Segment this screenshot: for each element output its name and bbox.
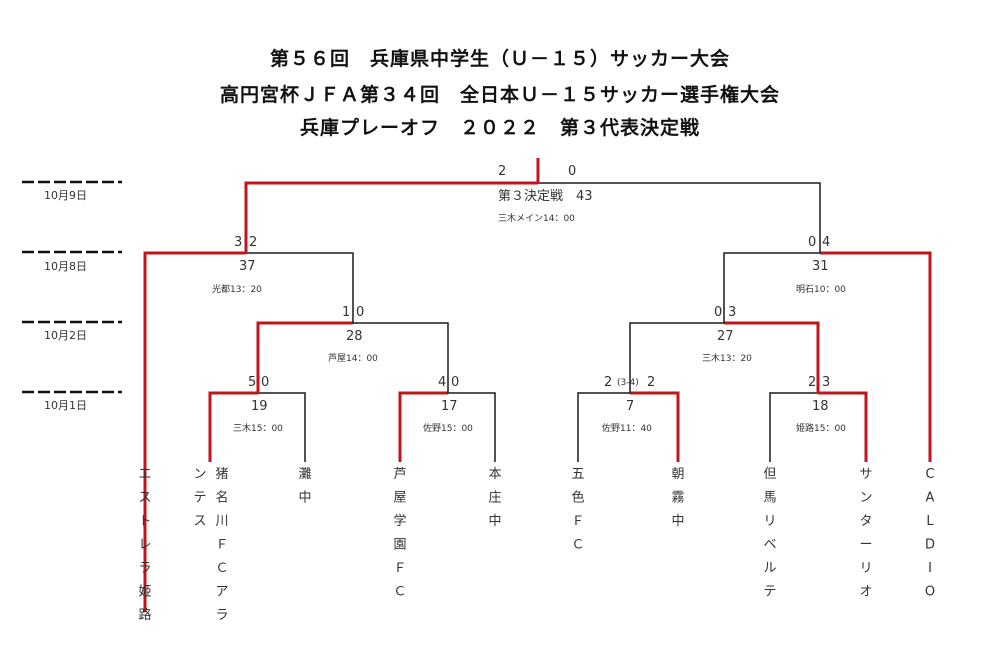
score-left: 0 xyxy=(714,305,722,320)
m28-right-line xyxy=(353,322,449,393)
date-label-oct2: 10月2日 xyxy=(44,329,87,342)
match-number: 31 xyxy=(812,259,829,274)
m37-left-line xyxy=(143,251,246,612)
match-venue: 姫路15：00 xyxy=(796,422,846,434)
match-number: 28 xyxy=(346,329,363,344)
team-names: エストレラ姫路 猪名川ＦＣアラ ンテス 灘中 芦屋学園ＦＣ 本庄中 五色ＦＣ 朝… xyxy=(138,467,935,623)
score-left: 4 xyxy=(438,375,446,390)
final-left-line xyxy=(244,181,538,253)
match-number: 17 xyxy=(441,399,458,414)
m17-right-line xyxy=(448,392,496,462)
match-7: 2 (3-4) 2 7 佐野11：40 xyxy=(602,375,655,434)
team-estrela-himeji: エストレラ姫路 xyxy=(138,467,151,623)
match-number: 37 xyxy=(239,259,256,274)
match-venue: 三木メイン14：00 xyxy=(498,212,575,224)
m19-left-line xyxy=(208,391,258,462)
score-left: 0 xyxy=(808,235,816,250)
date-label-oct8: 10月8日 xyxy=(44,260,87,273)
match-number: 18 xyxy=(812,399,829,414)
title-line-2: 高円宮杯ＪＦＡ第３４回 全日本Ｕ－１５サッカー選手権大会 xyxy=(219,84,780,106)
match-venue: 明石10：00 xyxy=(796,284,846,295)
team-ntes: ンテス xyxy=(193,467,206,529)
score-left: 2 xyxy=(808,375,816,390)
round-dates: 10月9日 10月8日 10月2日 10月1日 xyxy=(22,180,122,412)
match-venue: 三木13：20 xyxy=(702,352,752,364)
final-right-line xyxy=(538,182,821,253)
match-venue: 光都13：20 xyxy=(212,283,262,295)
m31-left-line xyxy=(723,252,820,323)
team-tajima-liberte: 但馬リベルテ xyxy=(763,467,776,600)
title-line-3: 兵庫プレーオフ ２０２２ 第３代表決定戦 xyxy=(299,117,700,139)
match-number: 27 xyxy=(717,329,734,344)
m19-right-line xyxy=(258,392,306,462)
title-line-1: 第５６回 兵庫県中学生（Ｕ－１５）サッカー大会 xyxy=(269,48,730,70)
date-label-oct9: 10月9日 xyxy=(44,189,87,202)
score-right: 0 xyxy=(261,375,269,390)
match-number: 7 xyxy=(626,399,634,414)
team-inagawa-fc-ara: 猪名川ＦＣアラ xyxy=(215,467,228,623)
score-right: 3 xyxy=(822,375,830,390)
match-31: 0 4 31 明石10：00 xyxy=(796,235,846,295)
m27-left-line xyxy=(629,322,724,393)
score-left: 5 xyxy=(248,375,256,390)
m27-right-line xyxy=(724,321,820,393)
score-left: 2 xyxy=(604,375,612,390)
score-right: 2 xyxy=(647,375,655,390)
m31-right-line xyxy=(820,251,932,462)
match-19: 5 0 19 三木15：00 xyxy=(233,375,283,434)
score-right: 0 xyxy=(568,164,576,179)
pk-score: (3-4) xyxy=(617,378,639,388)
m7-right-line xyxy=(630,391,680,462)
match-venue: 佐野15：00 xyxy=(423,422,473,434)
m18-right-line xyxy=(818,391,868,462)
team-ashiya-gakuen-fc: 芦屋学園ＦＣ xyxy=(393,467,406,600)
match-37: 3 2 37 光都13：20 xyxy=(212,235,262,295)
m28-left-line xyxy=(256,321,353,393)
match-number: 19 xyxy=(251,399,268,414)
match-27: 0 3 27 三木13：20 xyxy=(702,305,752,364)
score-left: 2 xyxy=(498,164,506,179)
m18-left-line xyxy=(769,392,818,462)
m17-left-line xyxy=(398,391,448,462)
match-28: 1 0 28 芦屋14：00 xyxy=(328,305,378,364)
match-venue: 芦屋14：00 xyxy=(328,353,378,364)
match-18: 2 3 18 姫路15：00 xyxy=(796,375,846,434)
team-goshiki-fc: 五色ＦＣ xyxy=(571,467,584,553)
match-final: 2 0 第３決定戦 43 三木メイン14：00 xyxy=(498,164,593,224)
team-honjo: 本庄中 xyxy=(488,467,501,529)
match-venue: 佐野11：40 xyxy=(602,422,652,434)
match-number: 第３決定戦 43 xyxy=(498,189,593,204)
m37-right-line xyxy=(246,252,354,323)
score-right: 0 xyxy=(451,375,459,390)
score-right: 3 xyxy=(728,305,736,320)
score-left: 3 xyxy=(234,235,242,250)
team-asagiri: 朝霧中 xyxy=(671,467,684,529)
score-right: 0 xyxy=(356,305,364,320)
score-right: 4 xyxy=(822,235,830,250)
score-right: 2 xyxy=(249,235,257,250)
date-label-oct1: 10月1日 xyxy=(44,399,87,412)
score-left: 1 xyxy=(342,305,350,320)
bracket-lines xyxy=(143,158,932,612)
m7-left-line xyxy=(577,392,630,462)
team-santario: サンターリオ xyxy=(859,467,872,600)
match-17: 4 0 17 佐野15：00 xyxy=(423,375,473,434)
team-nada: 灘中 xyxy=(298,467,311,506)
match-venue: 三木15：00 xyxy=(233,422,283,434)
